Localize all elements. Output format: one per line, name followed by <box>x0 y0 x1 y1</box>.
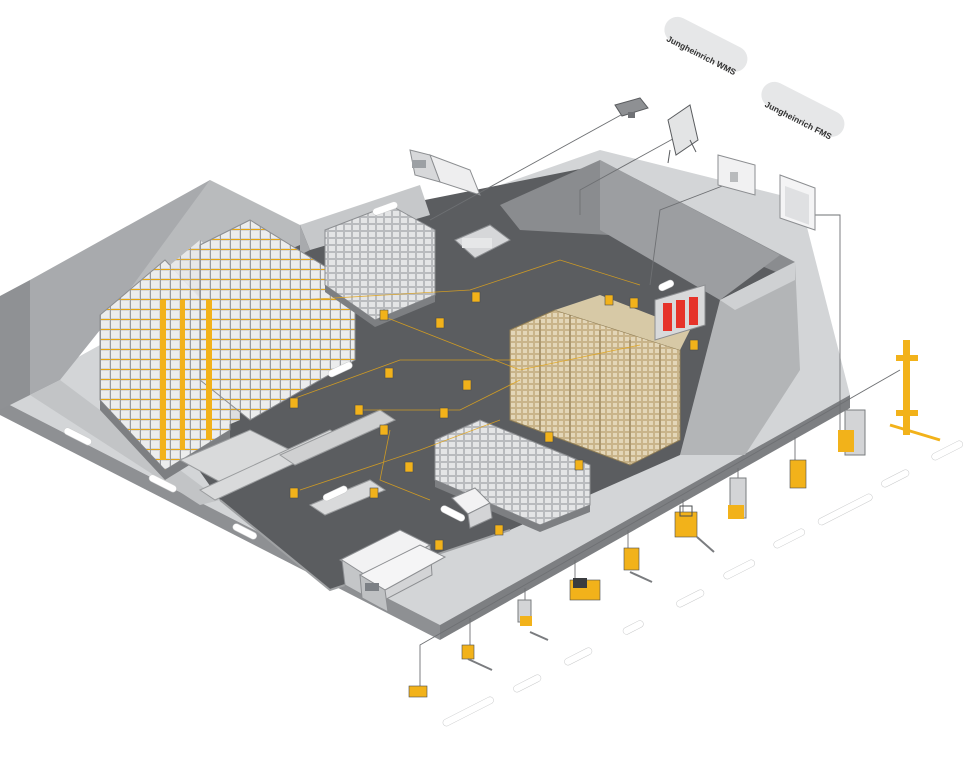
terminal-icon <box>717 154 756 196</box>
truck-icon <box>338 149 481 613</box>
reach-truck-icon <box>838 409 866 456</box>
van-icon <box>451 487 493 529</box>
floor-label-tags <box>63 201 675 540</box>
stacker-crane-icon <box>889 340 941 442</box>
pallet-rack-icon <box>99 219 356 480</box>
forklift-icon <box>674 505 715 553</box>
goods-in-area <box>454 224 511 259</box>
pallet-truck-icon <box>623 547 653 583</box>
agv-routes <box>289 259 641 501</box>
bulk-storage-block <box>434 419 591 532</box>
fms-system: Jungheinrich FMS <box>761 81 845 142</box>
reach-truck-icon <box>728 477 747 519</box>
charging-station <box>654 284 706 341</box>
order-picker-icon <box>517 599 549 641</box>
tow-tractor-icon <box>569 578 601 601</box>
conveyor-system <box>178 409 397 516</box>
wms-system: Jungheinrich WMS <box>664 16 748 77</box>
equipment-lineup <box>408 340 941 698</box>
equipment-tags <box>442 440 964 727</box>
pallet-truck-icon <box>461 644 493 671</box>
order-picker-icon <box>789 459 807 489</box>
floor-vehicles <box>289 291 699 551</box>
tablet-icon <box>779 174 816 231</box>
charger-icon <box>408 685 428 698</box>
server-rack-icon <box>667 104 699 164</box>
scanner-icon <box>614 97 649 118</box>
right-wall <box>500 160 800 455</box>
